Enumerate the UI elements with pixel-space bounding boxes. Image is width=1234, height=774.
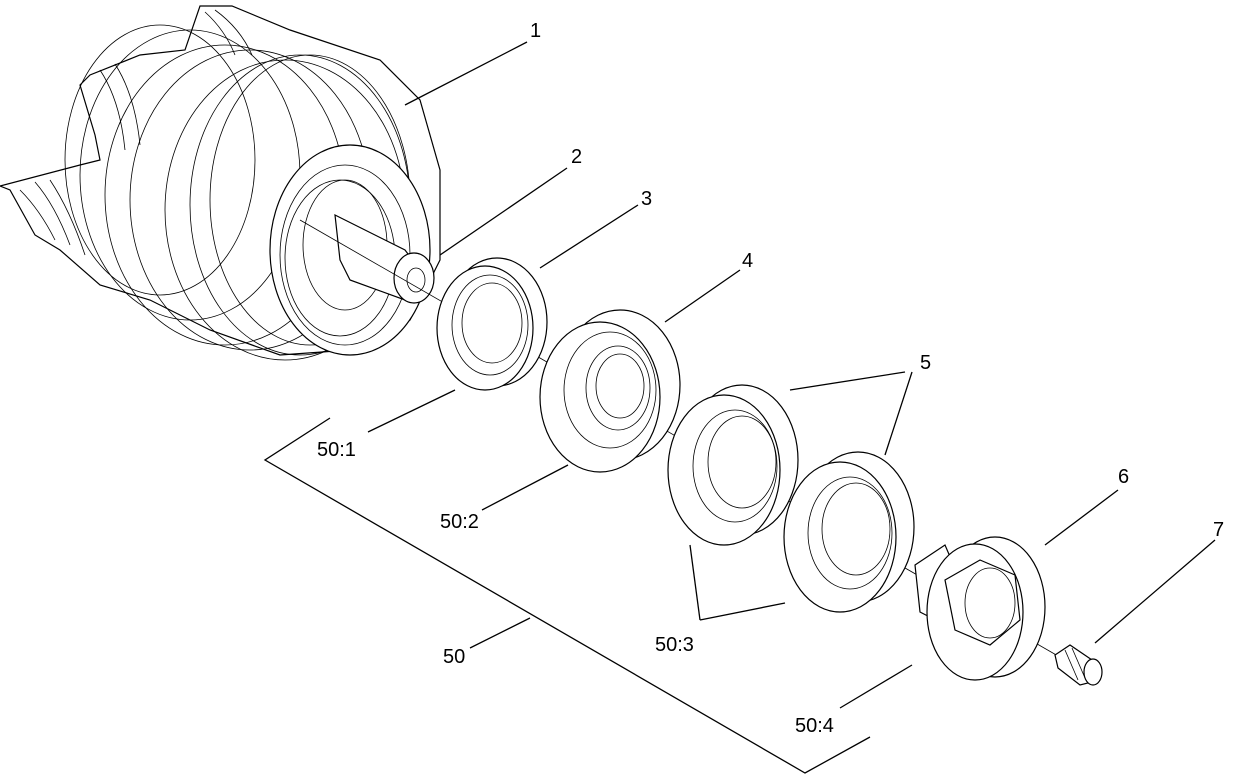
kit-50-bracket [263, 417, 871, 774]
part-5-seal-b [783, 451, 915, 613]
part-4-bearing [539, 309, 681, 473]
callout-50-4: 50:4 [795, 715, 834, 737]
part-1-wheel [0, 5, 441, 361]
callout-6: 6 [1118, 466, 1129, 488]
callout-7: 7 [1213, 519, 1224, 541]
callout-50-2: 50:2 [440, 511, 479, 533]
callout-50-1: 50:1 [317, 439, 356, 461]
part-7-grease-fitting [1054, 644, 1103, 686]
callout-3: 3 [641, 188, 652, 210]
callout-50-3: 50:3 [655, 634, 694, 656]
callout-4: 4 [742, 250, 753, 272]
callout-50: 50 [443, 646, 465, 668]
callout-5: 5 [920, 352, 931, 374]
part-3-seal [436, 257, 548, 391]
part-2-shaft [334, 213, 435, 304]
leader-lines [367, 41, 1216, 709]
part-6-nut-cap [914, 536, 1046, 681]
part-5-seal-a [667, 384, 799, 546]
callout-1: 1 [530, 20, 541, 42]
callout-2: 2 [571, 146, 582, 168]
